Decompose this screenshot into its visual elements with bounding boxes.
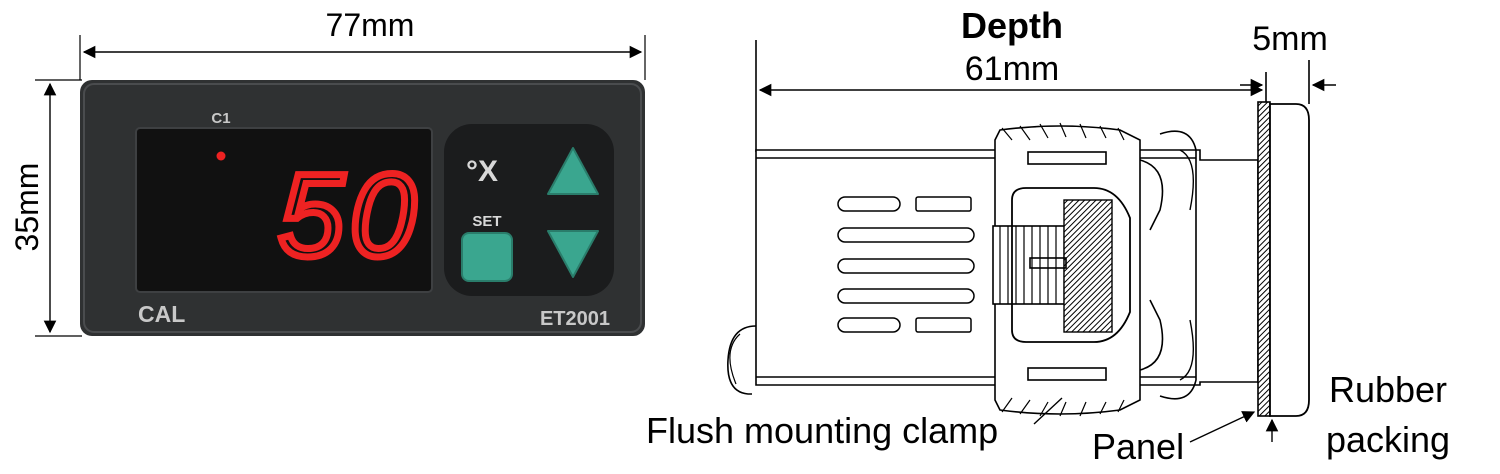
width-dimension: 77mm <box>79 7 646 80</box>
vent-slots <box>837 196 975 333</box>
display-value: 50 <box>278 150 421 282</box>
panel-section <box>1257 101 1271 417</box>
panel-callout: Panel <box>1092 426 1184 467</box>
unit-symbol: °X <box>466 155 498 188</box>
clamp-callout: Flush mounting clamp <box>646 410 998 451</box>
depth-dimension <box>755 40 1336 152</box>
led-display <box>135 127 433 293</box>
display-readout: 50 <box>275 147 421 286</box>
c1-indicator-led <box>216 151 226 161</box>
flush-mounting-clamp <box>992 122 1197 417</box>
side-view <box>727 40 1336 443</box>
panel-leader <box>1189 411 1256 443</box>
brand-label: CAL <box>138 301 185 327</box>
model-label: ET2001 <box>540 308 610 330</box>
clamp-leader <box>1033 397 1063 425</box>
packing-callout-line1: Rubber <box>1329 369 1447 410</box>
rubber-packing <box>1269 103 1310 417</box>
front-view: 77mm 35mm C1 50 °X SET CAL ET2001 <box>9 7 646 337</box>
packing-thickness-label: 5mm <box>1252 20 1328 58</box>
width-label: 77mm <box>326 7 415 43</box>
c1-indicator-label: C1 <box>211 110 230 127</box>
height-label: 35mm <box>9 163 45 252</box>
depth-title: Depth <box>961 5 1063 46</box>
packing-callout-line2: packing <box>1326 419 1450 460</box>
height-dimension: 35mm <box>9 79 82 337</box>
depth-value: 61mm <box>965 50 1059 88</box>
set-label: SET <box>472 213 501 230</box>
down-arrow-button[interactable] <box>547 230 599 278</box>
set-button[interactable] <box>461 232 513 282</box>
up-arrow-button[interactable] <box>547 147 599 195</box>
cable-hook <box>727 325 757 395</box>
